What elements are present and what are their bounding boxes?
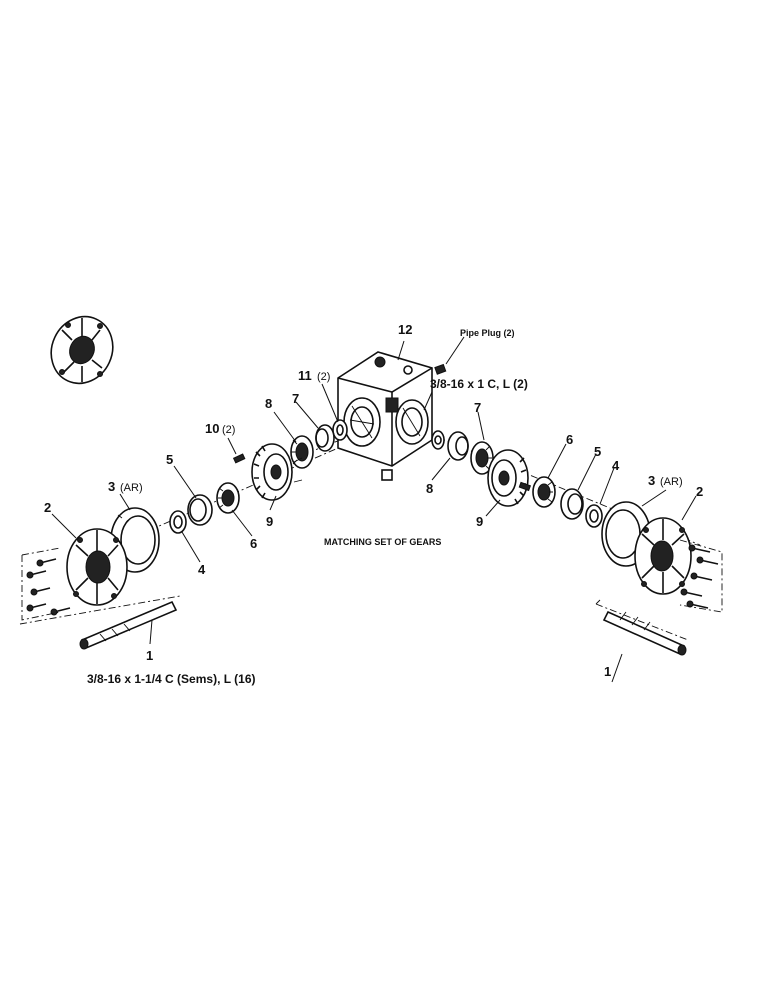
bearing-cup-left: [315, 424, 335, 452]
label-12: 12: [398, 322, 412, 337]
label-9-left: 9: [266, 514, 273, 529]
bearing-cone-right-outer: [532, 476, 556, 508]
label-3-right: 3: [648, 473, 655, 488]
label-matching-gears: MATCHING SET OF GEARS: [324, 537, 441, 547]
seal-right-outer: [585, 504, 603, 528]
bevel-gear-left: [251, 443, 303, 501]
bearing-cup-left-outer: [187, 494, 213, 526]
bevel-gear-right: [487, 449, 529, 507]
bearing-cap-right: [634, 517, 692, 595]
bearing-cone-right: [470, 441, 494, 475]
label-pipe-plug: Pipe Plug (2): [460, 328, 515, 338]
seal-left: [332, 419, 348, 441]
gearbox-housing: [337, 351, 433, 481]
label-7-right: 7: [474, 400, 481, 415]
label-1-right: 1: [604, 664, 611, 679]
bearing-cone-left: [290, 435, 314, 469]
label-bolt-small: 3/8-16 x 1 C, L (2): [430, 377, 528, 391]
shaft-key-left: [232, 453, 246, 464]
label-3-qty-left: (AR): [120, 482, 143, 494]
label-5-left: 5: [166, 452, 173, 467]
label-2-right: 2: [696, 484, 703, 499]
label-11-qty: (2): [317, 371, 330, 383]
detached-cover-plate: [50, 315, 114, 385]
label-10-qty: (2): [222, 424, 235, 436]
pipe-plug: [434, 363, 447, 375]
label-6-left: 6: [250, 536, 257, 551]
label-7-left: 7: [292, 391, 299, 406]
shaft-left: [19, 595, 181, 650]
seal-left-outer: [169, 510, 187, 534]
label-1-left: 1: [146, 648, 153, 663]
shaft-right: [595, 599, 689, 656]
label-3-qty-right: (AR): [660, 476, 683, 488]
bearing-cone-left-outer: [216, 482, 240, 514]
label-10: 10: [205, 421, 219, 436]
label-4-right: 4: [612, 458, 620, 473]
bearing-cup-right: [447, 431, 469, 461]
shaft-key-right: [518, 481, 532, 492]
bearing-cup-right-outer: [560, 488, 584, 520]
label-11-left: 11: [298, 368, 312, 383]
label-9-right: 9: [476, 514, 483, 529]
cap-screws-right: [679, 539, 723, 613]
bearing-cap-left: [66, 528, 128, 606]
label-3-left: 3: [108, 479, 115, 494]
callout-labels: 12 Pipe Plug (2) 11 (2) 3/8-16 x 1 C, L …: [44, 322, 703, 686]
label-2-left: 2: [44, 500, 51, 515]
label-8-left: 8: [265, 396, 272, 411]
label-5-right: 5: [594, 444, 601, 459]
label-4-left: 4: [198, 562, 206, 577]
leader-lines: [51, 336, 697, 683]
cap-screws-left: [21, 547, 71, 621]
label-bolt-large: 3/8-16 x 1-1/4 C (Sems), L (16): [87, 672, 256, 686]
label-8-right: 8: [426, 481, 433, 496]
seal-right: [431, 430, 445, 450]
label-6-right: 6: [566, 432, 573, 447]
